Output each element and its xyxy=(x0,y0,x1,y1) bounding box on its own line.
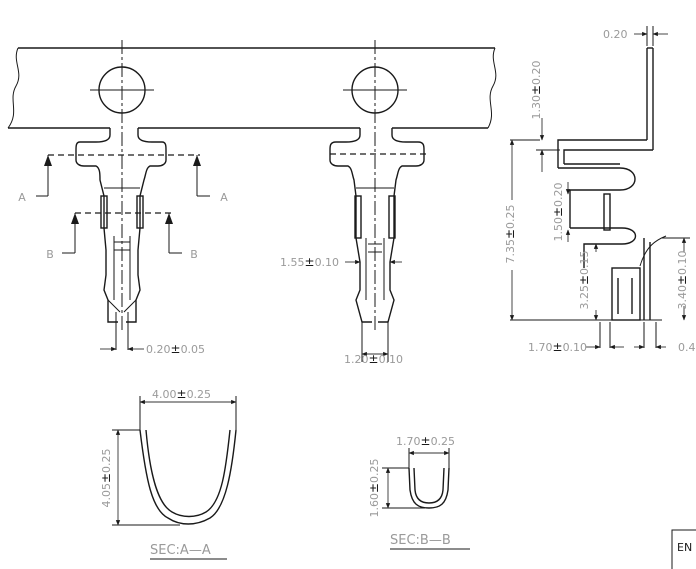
svg-text:1.70±0.10: 1.70±0.10 xyxy=(528,340,587,354)
svg-text:1.55±0.10: 1.55±0.10 xyxy=(280,255,339,269)
dim-tab-height: 1.30±0.20 xyxy=(529,60,560,172)
lower-span-tol: 0.15 xyxy=(578,250,591,275)
section-a-a: 4.00±0.25 4.05±0.25 SEC:A—A xyxy=(99,387,237,560)
secA-width-value: 4.00 xyxy=(152,388,177,401)
overall-height-value: 7.35 xyxy=(504,239,517,264)
svg-text:1.70±0.25: 1.70±0.25 xyxy=(396,434,455,448)
dim-right-height: 3.40±0.10 xyxy=(662,237,690,321)
left-tip-width-tol: 0.05 xyxy=(181,343,206,356)
section-b-b: 1.70±0.25 1.60±0.25 SEC:B—B xyxy=(367,434,470,550)
secB-width-tol: 0.25 xyxy=(431,435,456,448)
dim-overall-height: 7.35±0.25 xyxy=(503,139,517,321)
secB-width-value: 1.70 xyxy=(396,435,421,448)
title-block: EN xyxy=(671,529,696,569)
svg-text:7.35±0.25: 7.35±0.25 xyxy=(503,204,517,263)
section-b-label: SEC:B—B xyxy=(390,533,451,548)
front-pin-width-tol: 0.10 xyxy=(315,256,340,269)
front-tip-width-value: 1.20 xyxy=(344,353,369,366)
title-block-text: EN xyxy=(677,541,692,554)
carrier-strip xyxy=(7,47,497,129)
right-height-tol: 0.10 xyxy=(676,250,689,275)
centerlines xyxy=(121,40,376,330)
lower-span-value: 3.25 xyxy=(578,285,591,310)
svg-text:3.25±0.15: 3.25±0.15 xyxy=(577,250,591,309)
tab-height-tol: 0.20 xyxy=(530,60,543,85)
front-pin-width-value: 1.55 xyxy=(280,256,305,269)
dim-front-pin: 1.55±0.10 xyxy=(280,255,402,269)
dim-left-tip: 0.20±0.05 xyxy=(100,342,205,356)
tab-height-value: 1.30 xyxy=(530,95,543,120)
dim-tab-thickness: 0.20 xyxy=(603,26,668,46)
section-b-letter-left: B xyxy=(46,248,54,261)
upper-span-value: 1.50 xyxy=(552,217,565,242)
secB-height-tol: 0.25 xyxy=(368,458,381,483)
section-b-marker-left: B xyxy=(46,213,79,261)
side-view xyxy=(510,47,667,348)
secA-width-tol: 0.25 xyxy=(187,388,212,401)
dim-upper-span: 1.50±0.20 xyxy=(551,182,571,242)
svg-text:4.05±0.25: 4.05±0.25 xyxy=(99,448,113,507)
upper-span-tol: 0.20 xyxy=(552,182,565,207)
left-tip-width-value: 0.20 xyxy=(146,343,171,356)
terminal-right xyxy=(329,128,425,362)
side-width-value: 1.70 xyxy=(528,341,553,354)
overall-height-tol: 0.25 xyxy=(504,204,517,229)
dim-side-width: 1.70±0.10 0.4 xyxy=(528,340,696,354)
section-b-marker-right: B xyxy=(165,213,198,261)
secB-height-value: 1.60 xyxy=(368,493,381,518)
front-tip-width-tol: 0.10 xyxy=(379,353,404,366)
svg-text:3.40±0.10: 3.40±0.10 xyxy=(675,250,689,309)
svg-text:1.60±0.25: 1.60±0.25 xyxy=(367,458,381,517)
side-extra-value: 0.4 xyxy=(678,341,696,354)
svg-text:0.20±0.05: 0.20±0.05 xyxy=(146,342,205,356)
secA-height-tol: 0.25 xyxy=(100,448,113,473)
section-a-marker-right: A xyxy=(193,155,228,204)
side-width-tol: 0.10 xyxy=(563,341,588,354)
svg-text:1.20±0.10: 1.20±0.10 xyxy=(344,352,403,366)
dim-lower-span: 3.25±0.15 xyxy=(577,243,599,321)
terminal-left xyxy=(75,128,167,350)
right-height-value: 3.40 xyxy=(676,285,689,310)
section-a-letter-right: A xyxy=(220,191,228,204)
section-a-letter-left: A xyxy=(18,191,26,204)
svg-text:1.50±0.20: 1.50±0.20 xyxy=(551,182,565,241)
tab-thickness-value: 0.20 xyxy=(603,28,628,41)
dim-front-tip: 1.20±0.10 xyxy=(344,351,403,366)
section-b-letter-right: B xyxy=(190,248,198,261)
svg-text:1.30±0.20: 1.30±0.20 xyxy=(529,60,543,119)
section-a-marker-left: A xyxy=(18,155,52,204)
svg-text:4.00±0.25: 4.00±0.25 xyxy=(152,387,211,401)
secA-height-value: 4.05 xyxy=(100,483,113,508)
section-a-label: SEC:A—A xyxy=(150,543,211,558)
